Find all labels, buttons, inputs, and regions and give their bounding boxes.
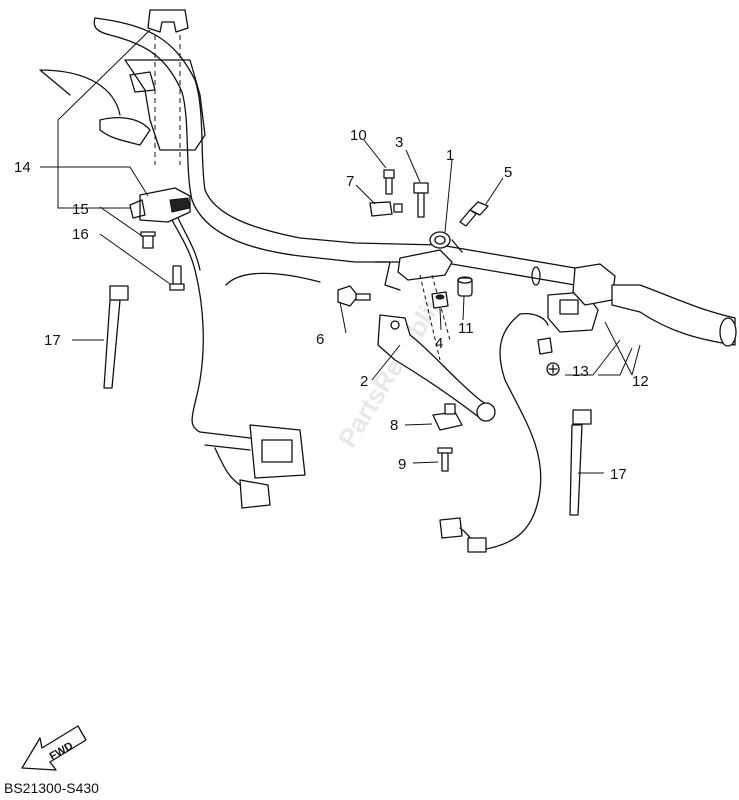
right-grip <box>572 263 737 347</box>
callout-17-right: 17 <box>610 466 627 483</box>
callout-6: 6 <box>316 331 324 348</box>
callout-13: 13 <box>572 363 589 380</box>
callout-12: 12 <box>632 373 649 390</box>
callout-17-left: 17 <box>44 332 61 349</box>
callout-11: 11 <box>458 320 474 337</box>
bolt-3 <box>413 182 429 218</box>
switch-8 <box>432 403 463 431</box>
screw-16 <box>169 265 185 291</box>
left-harness <box>199 272 321 509</box>
left-switch-housing <box>129 187 204 433</box>
screw-5 <box>459 201 489 227</box>
callout-10: 10 <box>350 127 367 144</box>
clutch-lever <box>377 314 496 422</box>
drawing-code: BS21300-S430 <box>4 780 99 796</box>
callout-16: 16 <box>72 226 89 243</box>
right-harness <box>439 517 487 553</box>
switch-7 <box>369 201 403 217</box>
bolt-6 <box>337 285 371 307</box>
collar-4 <box>431 291 449 309</box>
screw-13 <box>546 362 560 376</box>
bushing-11 <box>457 276 473 297</box>
callout-8: 8 <box>390 417 398 434</box>
callouts: 1 2 3 4 5 6 7 8 9 10 11 12 13 14 15 16 1… <box>14 127 649 483</box>
left-master-cylinder <box>99 9 206 165</box>
handlebar <box>39 17 576 286</box>
callout-5: 5 <box>504 164 512 181</box>
callout-4: 4 <box>435 335 443 352</box>
callout-2: 2 <box>360 373 368 390</box>
screw-15 <box>140 231 156 249</box>
callout-9: 9 <box>398 456 406 473</box>
screw-9 <box>437 447 453 472</box>
callout-3: 3 <box>395 134 403 151</box>
callout-1: 1 <box>446 147 454 164</box>
bolt-10 <box>383 169 395 195</box>
callout-15: 15 <box>72 201 89 218</box>
fwd-arrow-icon: FWD <box>21 725 87 771</box>
lever-bracket <box>374 231 463 361</box>
leader-lines <box>40 29 641 474</box>
cable-tie-left <box>103 285 129 389</box>
cable-tie-right <box>569 409 592 516</box>
callout-14: 14 <box>14 159 31 176</box>
callout-7: 7 <box>346 173 354 190</box>
